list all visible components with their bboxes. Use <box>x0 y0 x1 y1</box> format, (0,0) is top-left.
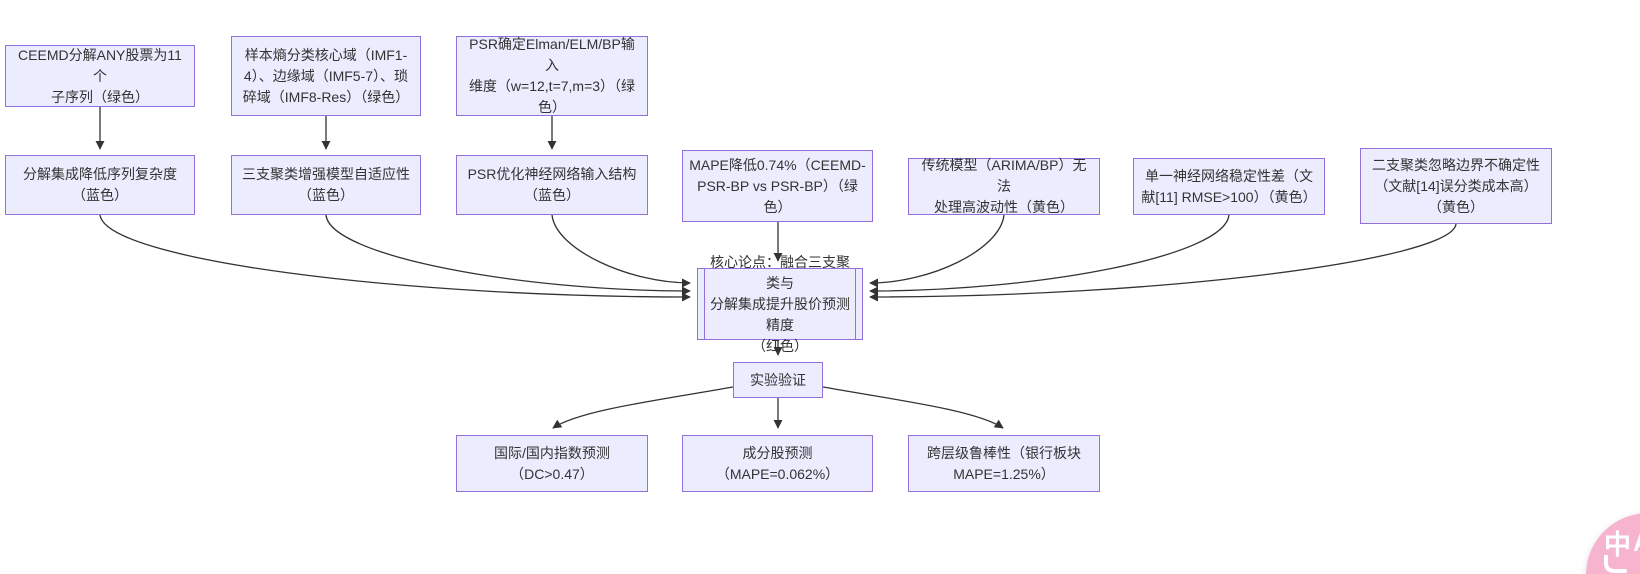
node-three-way-clustering: 三支聚类增强模型自适应性 （蓝色） <box>231 155 421 215</box>
node-core-thesis: 核心论点：融合三支聚类与 分解集成提升股价预测精度 （红色） <box>697 254 863 354</box>
node-label: 单一神经网络稳定性差（文 献[11] RMSE>100）（黄色） <box>1141 167 1317 205</box>
node-label: 三支聚类增强模型自适应性 （蓝色） <box>242 166 410 203</box>
node-traditional-model-limit: 传统模型（ARIMA/BP）无法 处理高波动性（黄色） <box>908 157 1100 215</box>
edge-decompose-to-core <box>99 214 691 302</box>
node-label: 成分股预测 （MAPE=0.062%） <box>715 444 840 482</box>
node-psr-optimization: PSR优化神经网络输入结构 （蓝色） <box>456 155 648 215</box>
translate-button[interactable]: 中 A <box>1586 513 1640 574</box>
node-experiment-validation: 实验验证 <box>733 362 823 398</box>
node-mape-reduction: MAPE降低0.74%（CEEMD- PSR-BP vs PSR-BP）（绿 色… <box>682 150 873 222</box>
node-two-way-clustering-limit: 二支聚类忽略边界不确定性 （文献[14]误分类成本高） （黄色） <box>1360 148 1552 224</box>
node-label: PSR优化神经网络输入结构 （蓝色） <box>467 166 637 203</box>
edge-threeway-to-core <box>325 214 691 296</box>
node-decomposition-ensemble: 分解集成降低序列复杂度 （蓝色） <box>5 155 195 215</box>
node-label: 实验验证 <box>750 371 806 388</box>
node-index-prediction: 国际/国内指数预测 （DC>0.47） <box>456 435 648 492</box>
edge-traditional-to-core <box>869 214 1005 288</box>
node-sample-entropy: 样本熵分类核心域（IMF1- 4）、边缘域（IMF5-7）、琐 碎域（IMF8-… <box>231 36 421 116</box>
translate-hook-icon <box>1604 555 1627 573</box>
node-label: 核心论点：融合三支聚类与 分解集成提升股价预测精度 （红色） <box>710 253 850 354</box>
node-label: MAPE降低0.74%（CEEMD- PSR-BP vs PSR-BP）（绿 色… <box>689 156 866 215</box>
node-cross-level-robustness: 跨层级鲁棒性（银行板块 MAPE=1.25%） <box>908 435 1100 492</box>
node-label: 传统模型（ARIMA/BP）无法 处理高波动性（黄色） <box>921 157 1087 215</box>
node-psr-input-dimension: PSR确定Elman/ELM/BP输入 维度（w=12,t=7,m=3）（绿 色… <box>456 36 648 116</box>
translate-en-glyph: A <box>1633 529 1640 558</box>
node-label: PSR确定Elman/ELM/BP输入 维度（w=12,t=7,m=3）（绿 色… <box>468 36 636 115</box>
node-label: 分解集成降低序列复杂度 （蓝色） <box>23 166 177 203</box>
node-label: CEEMD分解ANY股票为11个 子序列（绿色） <box>18 46 182 105</box>
node-label: 国际/国内指数预测 （DC>0.47） <box>494 444 610 482</box>
node-ceemd-decomposition: CEEMD分解ANY股票为11个 子序列（绿色） <box>5 45 195 107</box>
translate-zh-glyph: 中 <box>1604 530 1631 560</box>
node-label: 样本熵分类核心域（IMF1- 4）、边缘域（IMF5-7）、琐 碎域（IMF8-… <box>242 46 410 105</box>
edge-twoway-to-core <box>869 223 1457 302</box>
edge-psropt-to-core <box>551 214 691 288</box>
edge-singlenn-to-core <box>869 214 1230 296</box>
edge-experiment-to-index <box>552 386 734 429</box>
node-label: 跨层级鲁棒性（银行板块 MAPE=1.25%） <box>927 444 1081 482</box>
node-single-nn-instability: 单一神经网络稳定性差（文 献[11] RMSE>100）（黄色） <box>1133 158 1325 215</box>
edge-experiment-to-robustness <box>822 386 1004 429</box>
node-constituent-stock-prediction: 成分股预测 （MAPE=0.062%） <box>682 435 873 492</box>
node-label: 二支聚类忽略边界不确定性 （文献[14]误分类成本高） （黄色） <box>1372 156 1540 215</box>
